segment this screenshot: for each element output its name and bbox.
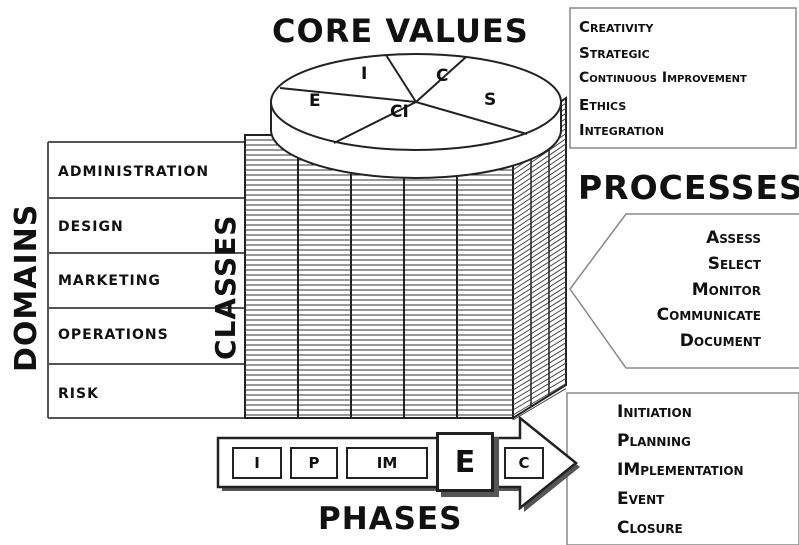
- pie-sector-ci: CI: [390, 102, 409, 122]
- core-value-item: Ethics: [579, 96, 627, 114]
- phases-box: [566, 392, 799, 545]
- pie-sector-i: I: [361, 64, 368, 84]
- pie-sector-e: E: [309, 91, 321, 111]
- phase-cell-c: C: [504, 447, 544, 479]
- processes-box: [569, 213, 799, 369]
- processes-title: PROCESSES: [578, 168, 799, 207]
- pie-sector-c: C: [436, 66, 449, 86]
- core-values-title: CORE VALUES: [272, 12, 529, 50]
- core-values-box: [569, 7, 797, 149]
- phase-item: IMplementation: [617, 460, 744, 480]
- phase-item: Initiation: [617, 402, 692, 422]
- process-item: Select: [707, 254, 761, 274]
- phase-cell-p: P: [290, 447, 338, 479]
- phase-cell-e: E: [436, 432, 494, 492]
- core-values-pie: [270, 53, 562, 179]
- domains-box: [47, 141, 245, 419]
- domains-title: DOMAINS: [9, 203, 44, 372]
- core-value-item: Integration: [579, 121, 665, 139]
- phases-title: PHASES: [318, 501, 463, 537]
- classes-title: CLASSES: [209, 214, 242, 360]
- process-item: Assess: [706, 228, 761, 248]
- process-item: Document: [679, 331, 761, 351]
- process-item: Communicate: [656, 305, 761, 325]
- domain-marketing: MARKETING: [58, 273, 161, 289]
- domain-design: DESIGN: [58, 219, 124, 235]
- phase-cell-im: IM: [346, 447, 428, 479]
- core-value-item: Continuous Improvement: [579, 70, 747, 86]
- domain-operations: OPERATIONS: [58, 327, 169, 343]
- phase-cell-i: I: [232, 447, 282, 479]
- pie-sector-s: S: [484, 90, 497, 110]
- core-value-item: Strategic: [579, 44, 650, 62]
- phase-item: Event: [617, 489, 665, 509]
- domain-administration: ADMINISTRATION: [58, 164, 210, 180]
- phase-item: Closure: [617, 518, 683, 538]
- domain-risk: RISK: [58, 386, 99, 402]
- process-item: Monitor: [691, 280, 761, 300]
- core-value-item: Creativity: [579, 18, 654, 36]
- phase-item: Planning: [617, 431, 691, 451]
